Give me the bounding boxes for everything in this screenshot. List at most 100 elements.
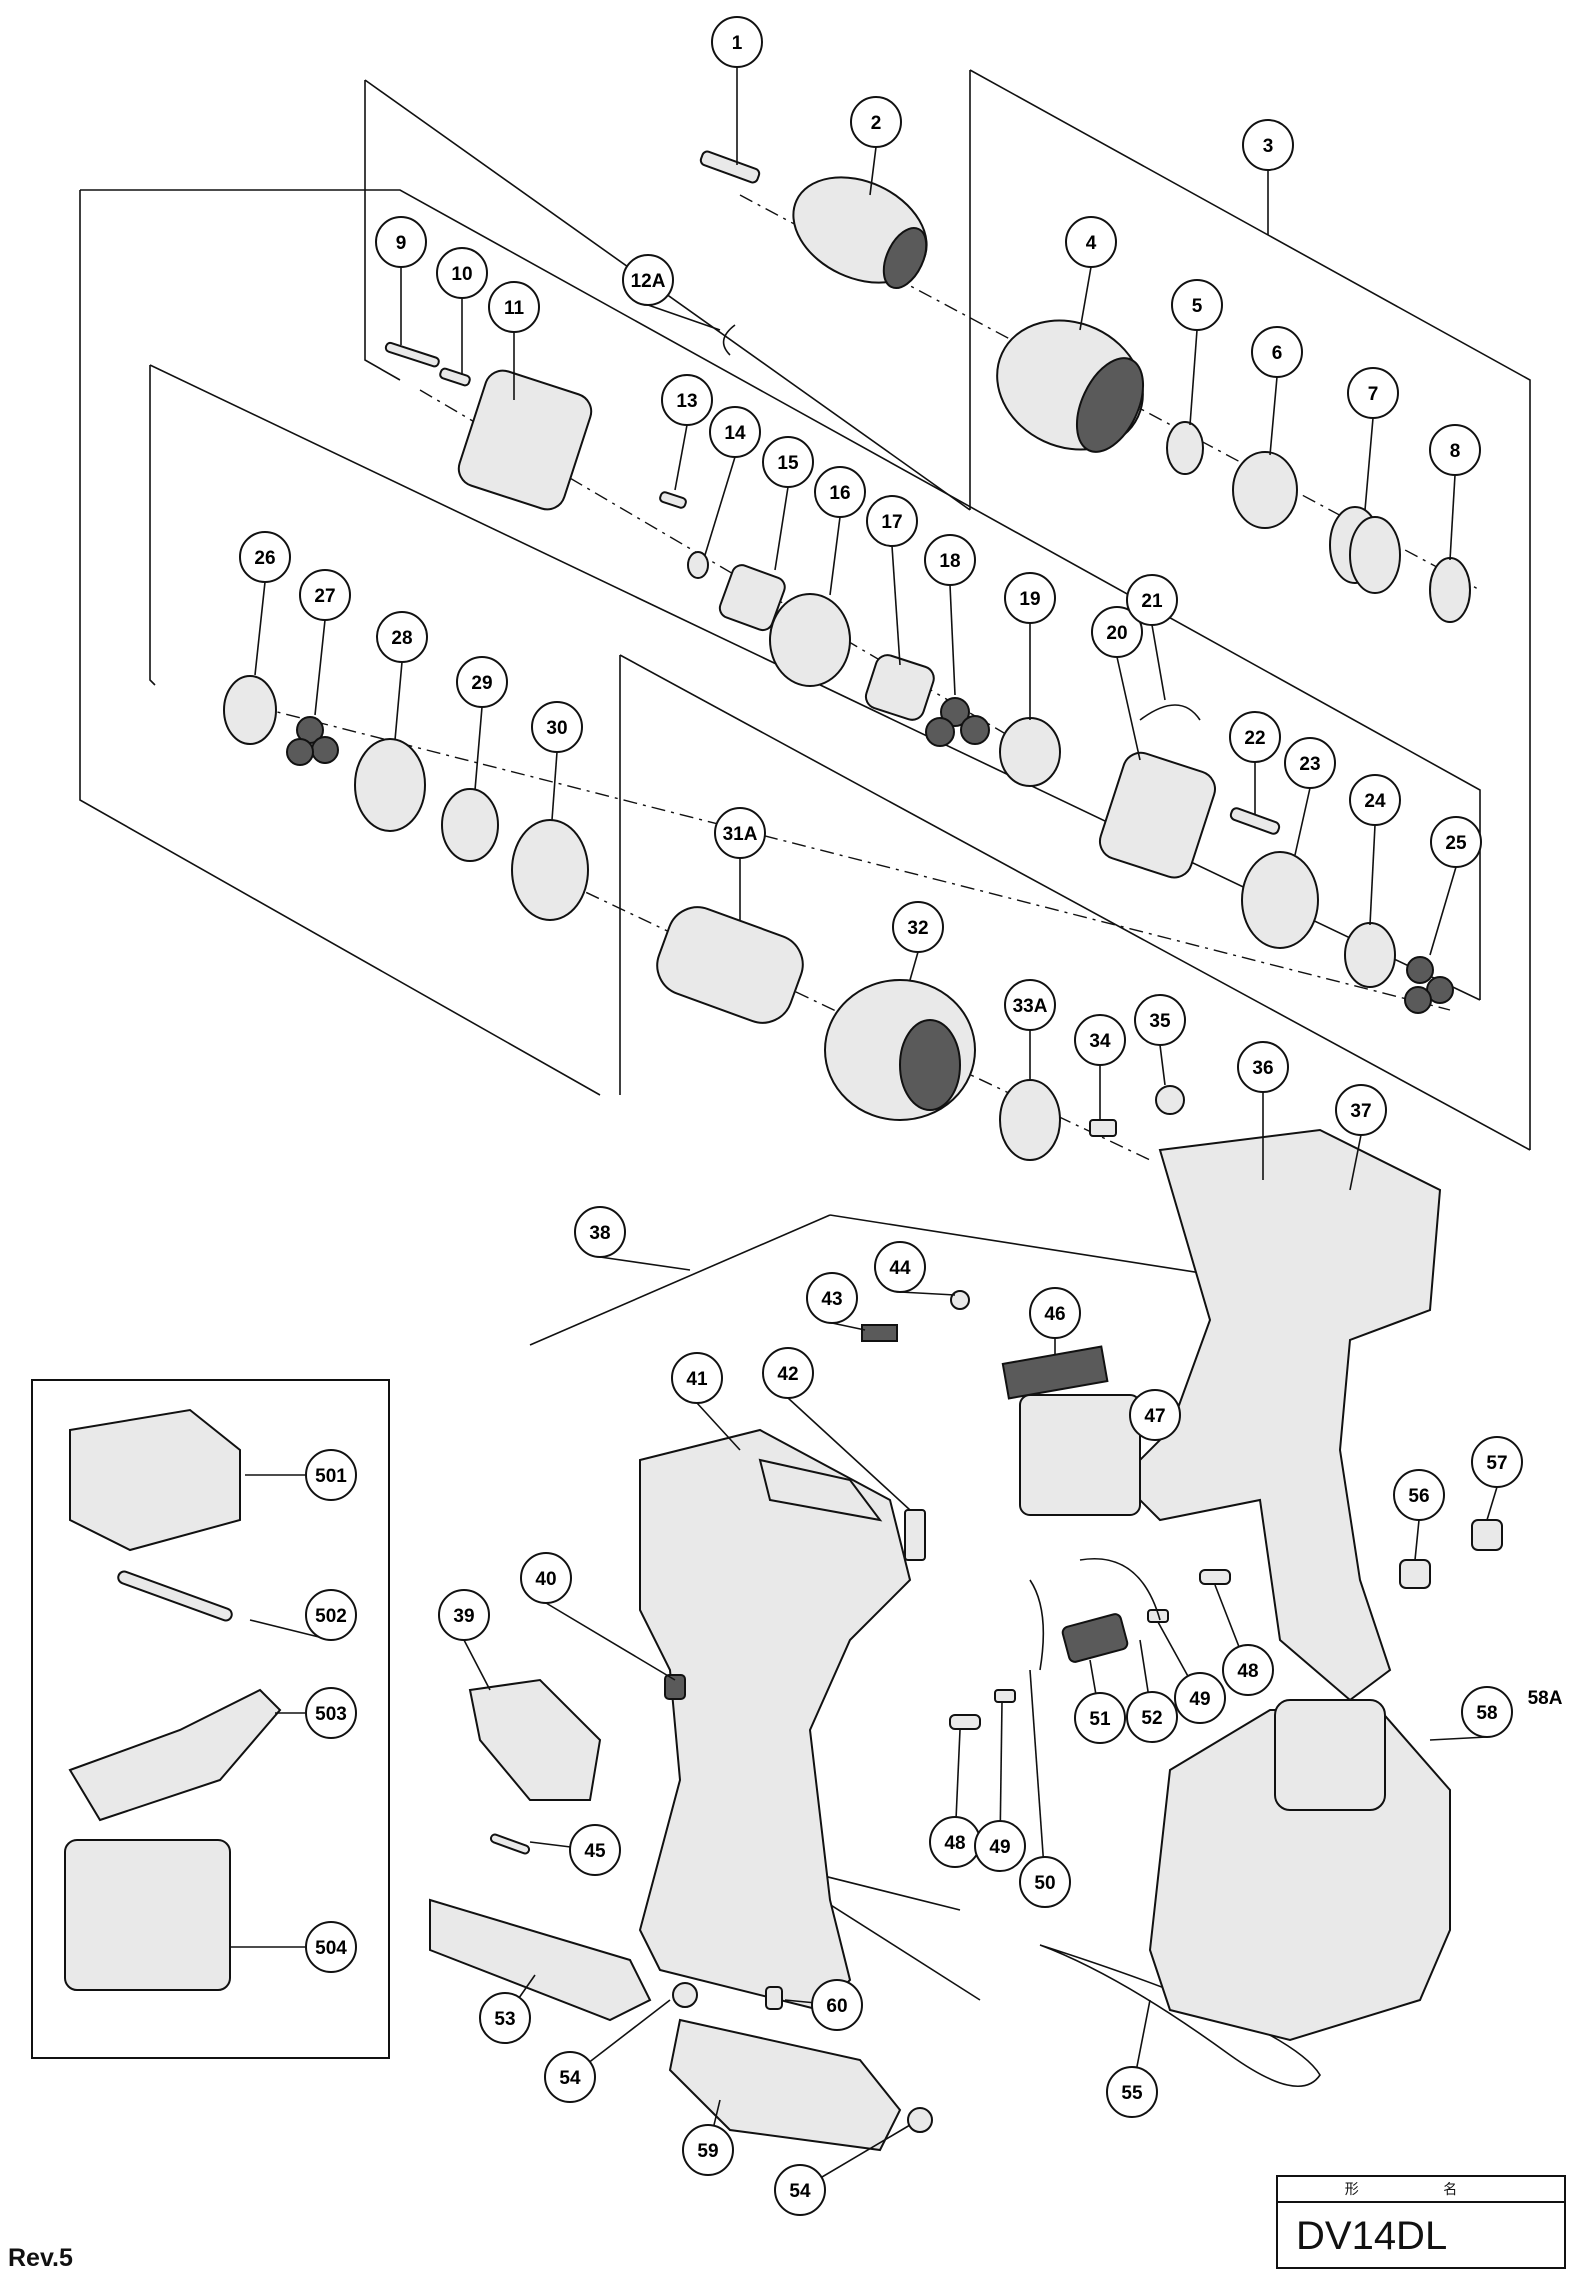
callout-59: 59 — [682, 2124, 734, 2176]
callout-label: 29 — [471, 673, 492, 694]
leader-line-4 — [1079, 266, 1092, 331]
callout-23: 23 — [1284, 737, 1336, 789]
callout-circle — [531, 701, 583, 753]
callout-12A: 12A — [622, 254, 674, 306]
callout-56: 56 — [1393, 1469, 1445, 1521]
callout-label: 55 — [1121, 2083, 1143, 2104]
callout-label: 27 — [314, 586, 335, 607]
callout-circle — [762, 436, 814, 488]
callout-label: 42 — [777, 1364, 798, 1385]
callout-circle — [488, 281, 540, 333]
callout-label: 38 — [589, 1223, 610, 1244]
callout-label: 54 — [559, 2068, 581, 2089]
callout-22: 22 — [1229, 711, 1281, 763]
callout-21: 21 — [1126, 574, 1178, 626]
callout-27: 27 — [299, 569, 351, 621]
callout-label: 504 — [315, 1938, 347, 1959]
callout-circle — [1065, 216, 1117, 268]
callout-circle — [1461, 1686, 1513, 1738]
callout-2: 2 — [850, 96, 902, 148]
callout-7: 7 — [1347, 367, 1399, 419]
callout-501: 501 — [305, 1449, 357, 1501]
callout-circle — [436, 247, 488, 299]
callout-label: 49 — [989, 1837, 1010, 1858]
callout-circle — [1129, 1389, 1181, 1441]
callout-label: 40 — [535, 1569, 556, 1590]
leader-line-14 — [704, 456, 736, 556]
leader-line-39 — [463, 1639, 491, 1691]
callout-circle — [1393, 1469, 1445, 1521]
callout-circle — [239, 531, 291, 583]
leader-line-29 — [474, 706, 483, 791]
callout-label: 7 — [1368, 384, 1379, 405]
callout-circle — [1106, 2066, 1158, 2118]
callout-circle — [1134, 994, 1186, 1046]
callout-35: 35 — [1134, 994, 1186, 1046]
callout-40: 40 — [520, 1552, 572, 1604]
callout-circle — [974, 1820, 1026, 1872]
leader-line-25 — [1429, 866, 1457, 956]
leader-line-28 — [394, 661, 403, 741]
callout-label: 8 — [1450, 441, 1461, 462]
callout-label: 5 — [1192, 296, 1203, 317]
callout-49a: 49 — [1174, 1672, 1226, 1724]
callout-16: 16 — [814, 466, 866, 518]
callout-54b: 54 — [774, 2164, 826, 2216]
callout-circle — [1091, 606, 1143, 658]
callout-label: 33A — [1013, 996, 1048, 1017]
callout-circle — [456, 656, 508, 708]
callout-4: 4 — [1065, 216, 1117, 268]
callout-label: 1 — [732, 33, 743, 54]
callout-circle — [622, 254, 674, 306]
callout-37: 37 — [1335, 1084, 1387, 1136]
callout-5: 5 — [1171, 279, 1223, 331]
callout-503: 503 — [305, 1687, 357, 1739]
revision-label: Rev.5 — [8, 2244, 73, 2272]
callout-36: 36 — [1237, 1041, 1289, 1093]
callout-label: 25 — [1445, 833, 1467, 854]
callout-circle — [574, 1206, 626, 1258]
leader-line-27 — [314, 619, 326, 716]
callout-25: 25 — [1430, 816, 1482, 868]
callout-circle — [1349, 774, 1401, 826]
callout-54a: 54 — [544, 2051, 596, 2103]
callout-label: 49 — [1189, 1689, 1210, 1710]
leader-line-18 — [949, 584, 956, 696]
callout-circle — [1471, 1436, 1523, 1488]
callout-48b: 48 — [929, 1816, 981, 1868]
callout-circle — [1237, 1041, 1289, 1093]
callout-circle — [762, 1347, 814, 1399]
callout-circle — [714, 807, 766, 859]
leader-line-41 — [696, 1402, 741, 1451]
leader-line-30 — [551, 751, 558, 821]
callout-57: 57 — [1471, 1436, 1523, 1488]
callout-label: 45 — [584, 1841, 606, 1862]
title-block-header: 形 名 — [1278, 2177, 1564, 2203]
callout-circle — [866, 495, 918, 547]
callout-41: 41 — [671, 1352, 723, 1404]
callout-label: 22 — [1244, 728, 1265, 749]
callout-circle — [1074, 1014, 1126, 1066]
model-number: DV14DL — [1296, 2214, 1448, 2258]
callout-label: 501 — [315, 1466, 347, 1487]
callout-circle — [305, 1589, 357, 1641]
callout-label: 35 — [1149, 1011, 1171, 1032]
leader-line-13 — [674, 424, 688, 491]
callout-label: 21 — [1141, 591, 1163, 612]
callout-26: 26 — [239, 531, 291, 583]
callout-circle — [305, 1449, 357, 1501]
callout-9: 9 — [375, 216, 427, 268]
callout-circle — [1074, 1692, 1126, 1744]
callout-43: 43 — [806, 1272, 858, 1324]
callout-circle — [1029, 1287, 1081, 1339]
callout-label: 58 — [1476, 1703, 1497, 1724]
callout-circle — [375, 216, 427, 268]
callout-24: 24 — [1349, 774, 1401, 826]
callout-58A: 58A — [1528, 1688, 1563, 1709]
callout-50: 50 — [1019, 1856, 1071, 1908]
callout-label: 26 — [254, 548, 275, 569]
callout-14: 14 — [709, 406, 761, 458]
callout-circle — [1284, 737, 1336, 789]
leader-line-40 — [545, 1602, 676, 1681]
callout-52: 52 — [1126, 1691, 1178, 1743]
